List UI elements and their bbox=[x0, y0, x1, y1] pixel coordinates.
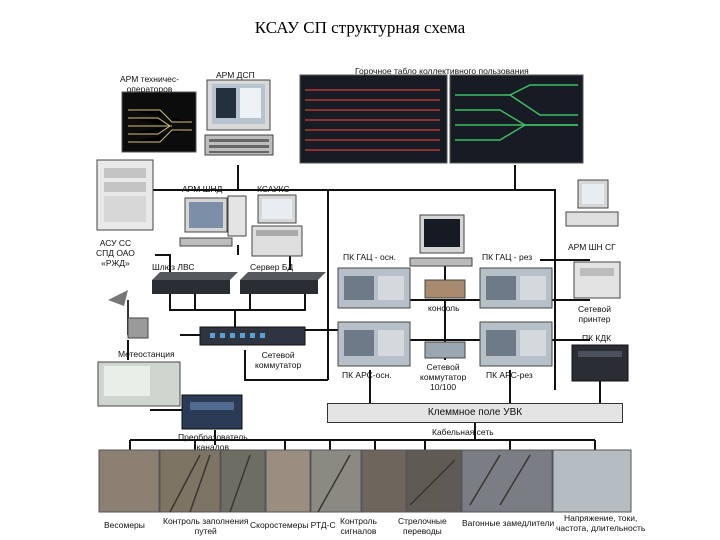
label-net-switch: Сетевой коммутатор bbox=[255, 350, 302, 370]
arm-shnd-workstation bbox=[179, 195, 247, 247]
meteostation-device bbox=[97, 290, 181, 407]
label-meteo: Метеостанция bbox=[118, 349, 175, 359]
channel-converter-device bbox=[181, 394, 243, 430]
label-arm-shn-sg: АРМ ШН СГ bbox=[568, 242, 616, 252]
db-server-rack bbox=[240, 272, 326, 294]
label-net-printer: Сетевой принтер bbox=[578, 304, 612, 324]
label-db-server: Сервер БД bbox=[250, 262, 294, 272]
label-net-switch-100: Сетевой коммутатор 10/100 bbox=[420, 362, 467, 392]
asu-ss-server bbox=[96, 159, 154, 231]
label-scales: Весомеры bbox=[104, 520, 145, 530]
label-arm-shnd: АРМ ШНД bbox=[182, 184, 223, 194]
field-photos bbox=[98, 449, 632, 513]
diagram-title: КСАУ СП структурная схема bbox=[254, 18, 466, 37]
label-gateway: Шлюз ЛВС bbox=[152, 262, 195, 272]
pk-gac-res-server bbox=[479, 267, 553, 309]
network-printer bbox=[573, 261, 621, 299]
arm-shn-sg-workstation bbox=[565, 179, 619, 227]
label-console: консоль bbox=[428, 303, 460, 313]
network-switch bbox=[199, 326, 306, 346]
gateway-rack bbox=[152, 272, 238, 294]
label-asu-ss: АСУ СС СПД ОАО «РЖД» bbox=[96, 238, 135, 268]
pk-gac-main-server bbox=[337, 267, 411, 309]
label-speedometers: Скоростемеры РТД-С bbox=[250, 520, 336, 530]
label-track-control: Контроль заполнения путей bbox=[163, 516, 249, 536]
label-load-measure: Напряжение, токи, частота, длительность bbox=[556, 513, 646, 533]
scoreboard-panels bbox=[299, 74, 584, 164]
label-pk-kdk: ПК КДК bbox=[582, 333, 612, 343]
pk-ars-res-server bbox=[479, 321, 553, 367]
label-arm-operators: АРМ техничес- операторов bbox=[120, 74, 179, 94]
arm-operators-monitor bbox=[121, 91, 197, 153]
label-pk-ars-res: ПК АРС-рез bbox=[486, 370, 533, 380]
label-switch-drives: Стрелочные переводы bbox=[398, 516, 447, 536]
label-arm-dsp: АРМ ДСП bbox=[216, 70, 255, 80]
label-pk-gac-res: ПК ГАЦ - рез bbox=[482, 252, 533, 262]
pk-kdk-server bbox=[571, 344, 629, 382]
label-pk-ars-main: ПК АРС-осн. bbox=[342, 370, 392, 380]
label-ksauks: КСАУКС bbox=[257, 184, 290, 194]
arm-dsp-workstation bbox=[204, 79, 274, 156]
terminal-field-box: Клеммное поле УВК bbox=[327, 403, 623, 423]
label-cable-net: Кабельная сеть bbox=[432, 427, 494, 437]
label-pk-gac-main: ПК ГАЦ - осн. bbox=[343, 252, 397, 262]
label-retarders: Вагонные замедлители bbox=[462, 518, 555, 528]
label-converter: Преобразователь каналов bbox=[178, 432, 248, 452]
pk-ars-main-server bbox=[337, 321, 411, 367]
network-switch-100 bbox=[424, 341, 466, 359]
label-signal-control: Контроль сигналов bbox=[340, 516, 377, 536]
ksauks-workstation bbox=[251, 194, 303, 257]
console-monitor bbox=[409, 214, 473, 299]
label-scoreboard: Горочное табло коллективного пользования bbox=[355, 66, 529, 76]
